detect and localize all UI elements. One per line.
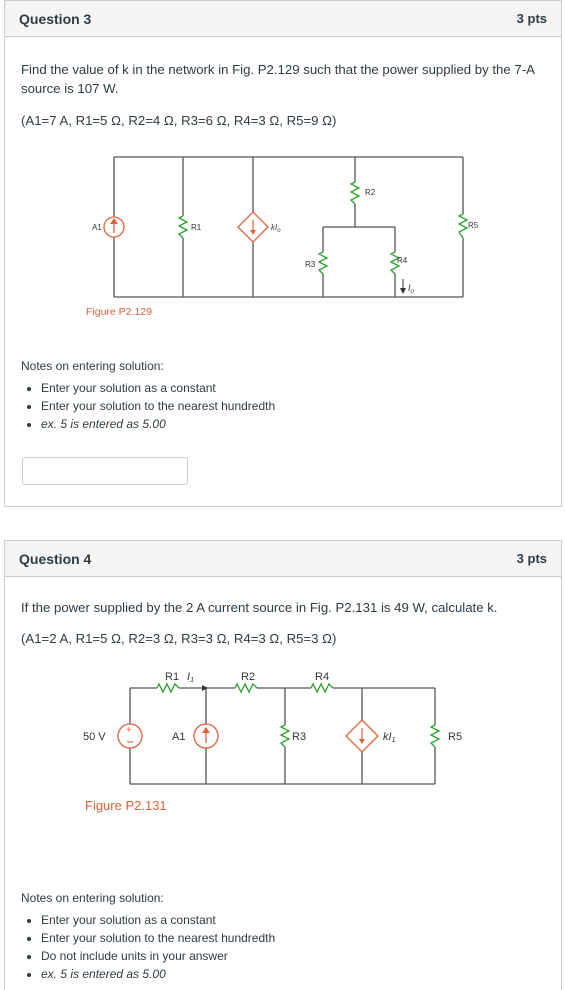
arrow-up-icon	[202, 727, 210, 733]
label-50v: 50 V	[83, 731, 106, 743]
question-4-header: Question 4 3 pts	[5, 541, 561, 577]
question-4-card: Question 4 3 pts If the power supplied b…	[4, 540, 562, 990]
notes-heading: Notes on entering solution:	[21, 359, 164, 373]
arrow-up-icon	[110, 218, 118, 224]
resistor-r3	[317, 251, 329, 275]
label-r4: R4	[315, 671, 329, 683]
resistor-r1	[177, 215, 189, 239]
io-arrow-icon	[400, 288, 406, 294]
voltage-source-50v	[117, 723, 143, 749]
svg-text:I1: I1	[187, 671, 194, 684]
svg-text:+: +	[126, 725, 132, 736]
note-item: ex. 5 is entered as 5.00	[41, 965, 275, 983]
question-title: Question 3	[19, 10, 92, 27]
svg-text:Io: Io	[408, 283, 415, 295]
note-item: Enter your solution as a constant	[41, 911, 275, 929]
note-item: Enter your solution to the nearest hundr…	[41, 397, 275, 415]
label-dependent-source: kI	[271, 223, 278, 232]
resistor-r2	[234, 682, 258, 694]
label-r2: R2	[241, 671, 255, 683]
question-params: (A1=7 A, R1=5 Ω, R2=4 Ω, R3=6 Ω, R4=3 Ω,…	[21, 113, 337, 128]
label-r1: R1	[191, 223, 202, 232]
label-r5: R5	[448, 731, 462, 743]
question-params: (A1=2 A, R1=5 Ω, R2=3 Ω, R3=3 Ω, R4=3 Ω,…	[21, 631, 337, 646]
label-dependent-source-sub: o	[277, 228, 281, 234]
label-dependent-source-sub: 1	[392, 737, 396, 744]
label-a1: A1	[172, 731, 185, 743]
resistor-r1	[156, 682, 180, 694]
label-a1: A1	[92, 223, 102, 232]
label-r1: R1	[165, 671, 179, 683]
notes-heading: Notes on entering solution:	[21, 891, 164, 905]
label-dependent-source: kI	[383, 731, 392, 743]
svg-text:kIo: kIo	[271, 223, 281, 234]
notes-section: Notes on entering solution: Enter your s…	[21, 891, 275, 983]
question-3-card: Question 3 3 pts Find the value of k in …	[4, 0, 562, 507]
resistor-r5	[429, 724, 441, 748]
resistor-r3	[279, 724, 291, 748]
label-r5: R5	[468, 221, 479, 230]
arrow-down-icon	[250, 230, 256, 235]
circuit-figure-p2-129: A1 R1 R2 R3 R4 R5 kIo Io	[92, 156, 479, 298]
label-io-sub: o	[411, 289, 415, 295]
resistor-r4	[310, 682, 334, 694]
label-i1-sub: 1	[190, 677, 194, 684]
label-r3: R3	[305, 260, 316, 269]
question-prompt: If the power supplied by the 2 A current…	[21, 600, 498, 615]
resistor-r2	[349, 181, 361, 205]
label-io: I	[408, 283, 411, 293]
figure-caption: Figure P2.129	[86, 306, 152, 318]
label-r4: R4	[397, 256, 408, 265]
note-item: Do not include units in your answer	[41, 947, 275, 965]
question-3-header: Question 3 3 pts	[5, 1, 561, 37]
note-item: Enter your solution as a constant	[41, 379, 275, 397]
note-item: ex. 5 is entered as 5.00	[41, 415, 275, 433]
label-i1: I	[187, 671, 190, 683]
question-points: 3 pts	[516, 11, 547, 26]
question-points: 3 pts	[516, 551, 547, 566]
question-title: Question 4	[19, 550, 92, 567]
circuit-figure-p2-131: + 50 V A1 R1 I1 R2 R4 R3 R5 kI1	[83, 671, 462, 785]
i1-arrow-icon	[202, 685, 208, 691]
figure-caption: Figure P2.131	[85, 798, 167, 813]
label-r3: R3	[292, 731, 306, 743]
label-r2: R2	[365, 188, 376, 197]
resistor-r4	[389, 251, 401, 275]
resistor-r5	[457, 213, 469, 239]
note-item: Enter your solution to the nearest hundr…	[41, 929, 275, 947]
question-prompt: Find the value of k in the network in Fi…	[21, 62, 535, 96]
arrow-down-icon	[359, 739, 365, 744]
answer-input[interactable]	[22, 457, 188, 485]
notes-section: Notes on entering solution: Enter your s…	[21, 359, 275, 433]
svg-text:kI1: kI1	[383, 731, 396, 744]
